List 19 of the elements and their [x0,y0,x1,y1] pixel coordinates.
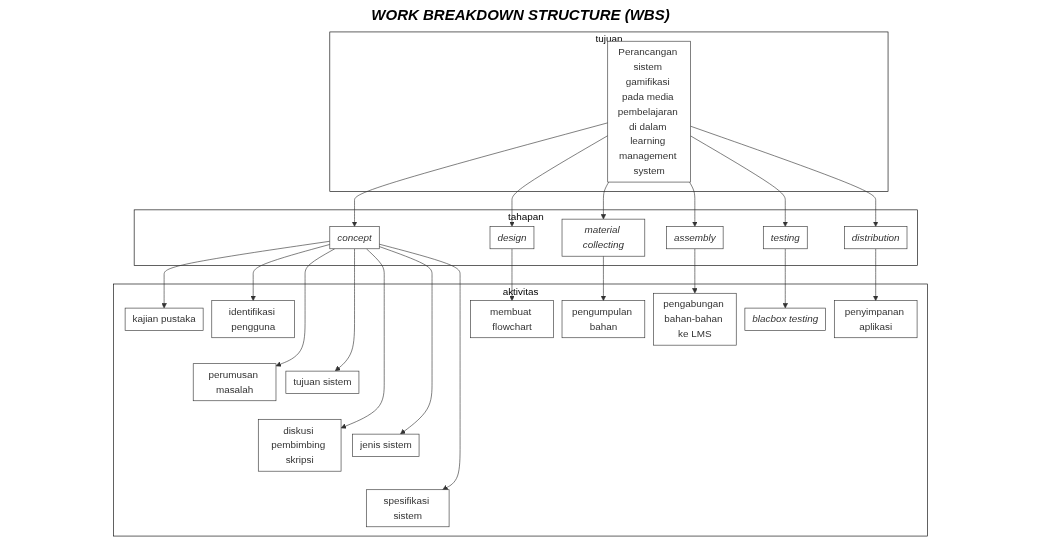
node-box: distribution [844,226,908,250]
node-box: jenis sistem [352,433,420,457]
node-box: blacbox testing [744,307,826,331]
node-box: perumusan masalah [192,363,277,402]
node-box: membuat flowchart [470,300,554,339]
node-box: penyimpanan aplikasi [834,300,918,339]
node-box: identifikasi pengguna [211,300,295,339]
node-box: concept [329,226,380,250]
node-box: diskusi pembimbing skripsi [257,419,342,472]
node-box: kajian pustaka [124,307,204,331]
node-box: pengabungan bahan-bahan ke LMS [653,292,737,346]
node-box: material collecting [561,218,646,257]
diagram-title: WORK BREAKDOWN STRUCTURE (WBS) [371,6,670,23]
node-box: design [489,226,535,250]
node-box: pengumpulan bahan [561,300,646,339]
node-box: assembly [666,226,724,250]
node-box: testing [763,226,808,250]
node-box: tujuan sistem [285,370,360,394]
node-box: spesifikasi sistem [366,489,450,528]
